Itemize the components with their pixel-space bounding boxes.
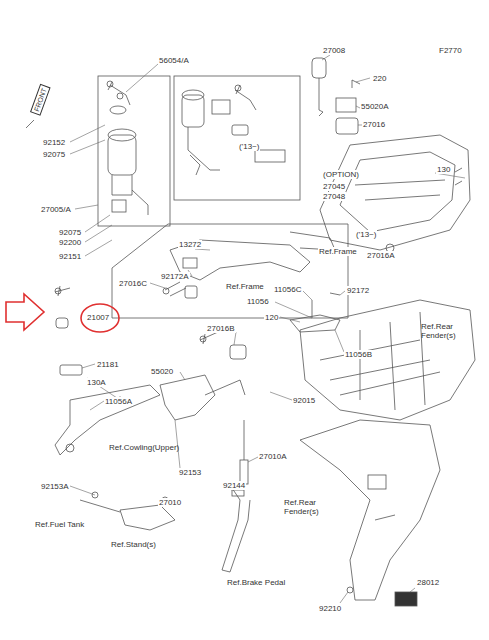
seat-lock [200, 332, 246, 359]
callout-number: 130 [436, 165, 451, 174]
bracket [290, 293, 340, 332]
group-box [98, 76, 170, 226]
callout-number: 92075 [42, 150, 66, 159]
callout-number: 220 [372, 74, 387, 83]
frame-bracket [163, 232, 335, 298]
wire [205, 380, 245, 395]
reflector [395, 592, 417, 606]
callout-number: 27016B [206, 324, 236, 333]
highlight-arrow [6, 294, 44, 330]
callout-number: 55020A [360, 102, 390, 111]
part-reference: Ref.Rear Fender(s) [420, 322, 462, 340]
callout-number: 27016C [118, 279, 148, 288]
frame [320, 135, 470, 250]
callout-number: 92151 [58, 252, 82, 261]
rear-fender [300, 300, 475, 420]
part-reference: Ref.Rear Fender(s) [283, 498, 325, 516]
callout-number: 11056B [344, 350, 373, 359]
callout-number: 92200 [58, 238, 82, 247]
callout-number: 27008 [322, 46, 346, 55]
callout-number: 27045 [322, 182, 346, 191]
callout-number: 92172 [346, 286, 370, 295]
callout-number: 92075 [58, 228, 82, 237]
callout-number: 27005/A [40, 205, 72, 214]
callout-number: 21181 [96, 360, 120, 369]
callout-number: 92172A [160, 272, 190, 281]
callout-number: 92153 [178, 468, 202, 477]
callout-number: 27010A [258, 452, 288, 461]
callout-number: 56054/A [158, 56, 190, 65]
group-box [174, 76, 300, 200]
lock [336, 118, 358, 134]
group-box [112, 224, 348, 318]
bracket [336, 98, 356, 112]
part-reference: (OPTION) [322, 170, 360, 179]
part-reference: Ref.Frame [225, 282, 265, 291]
callout-number: 27048 [322, 192, 346, 201]
callout-number: 120 [264, 313, 279, 322]
part-reference: Ref.Fuel Tank [34, 520, 92, 529]
part-reference: F2770 [438, 46, 463, 55]
callout-number: 11056 [246, 297, 270, 306]
callout-number: 27016 [362, 120, 386, 129]
switch [60, 365, 82, 375]
lock-cylinder [55, 286, 70, 328]
callout-number: 27016A [366, 251, 396, 260]
callout-number: 130A [86, 378, 107, 387]
callout-number: 11056C [273, 285, 302, 294]
callout-number: 92144 [222, 481, 246, 490]
brake-switch [222, 420, 250, 572]
direction-tag: FRONT [30, 84, 51, 116]
front-arrow [26, 120, 34, 128]
callout-number: 27010 [158, 498, 182, 507]
callout-number: 55020 [150, 367, 174, 376]
key [312, 58, 326, 116]
part-reference: ('13~) [355, 230, 377, 239]
callout-number: 21007 [86, 313, 110, 322]
highlight-circle [81, 304, 119, 332]
callout-number: 28012 [416, 578, 440, 587]
rear-fender [300, 420, 440, 600]
key-set [182, 85, 285, 175]
callout-number: 92015 [292, 396, 316, 405]
callout-number: 92210 [318, 604, 342, 613]
cover [160, 375, 215, 420]
callout-number: 92153A [40, 482, 70, 491]
part-reference: Ref.Brake Pedal [226, 578, 286, 587]
ignition-switch [107, 81, 148, 215]
part-reference: Ref.Frame [318, 247, 358, 256]
callout-number: 11056A [104, 397, 133, 406]
callout-number: 92152 [42, 138, 66, 147]
part-reference: ('13~) [238, 142, 260, 151]
leader-lines [70, 55, 465, 603]
part-reference: Ref.Cowling(Upper) [108, 443, 170, 452]
callout-number: 13272 [178, 240, 202, 249]
part-reference: Ref.Stand(s) [110, 540, 157, 549]
